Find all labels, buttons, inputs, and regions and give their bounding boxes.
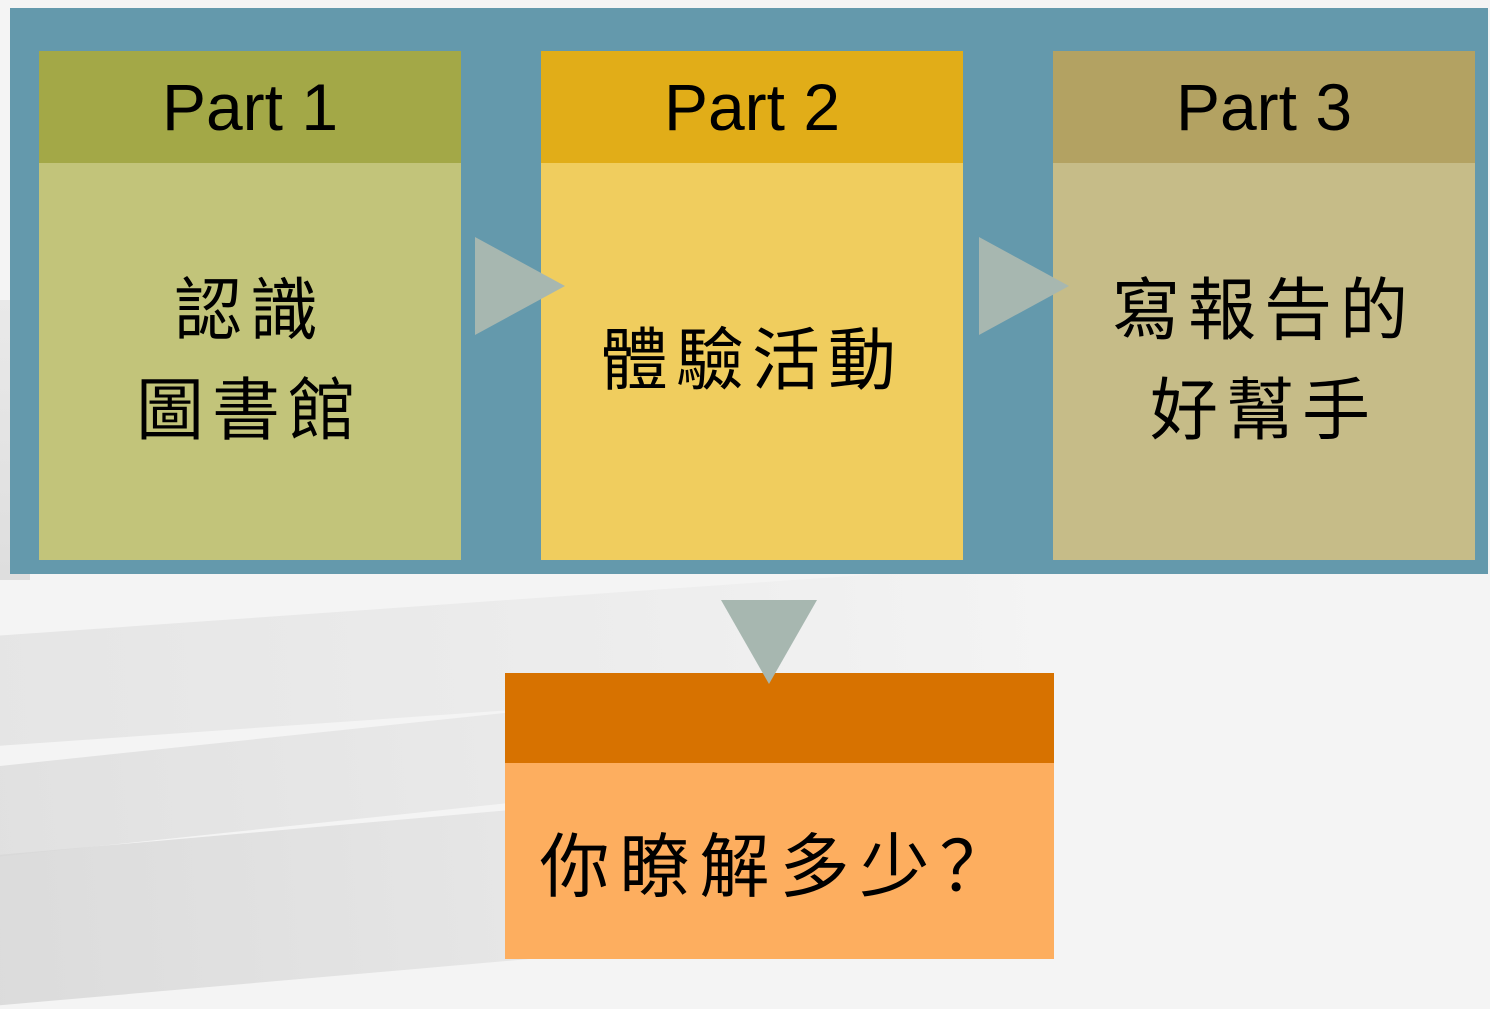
result-text: 你瞭解多少？ [505, 763, 1054, 959]
arrow-right-icon [979, 237, 1069, 335]
result-header [505, 673, 1054, 763]
step-body: 體驗活動 [541, 163, 963, 560]
step-card-part-1: Part 1 認識 圖書館 [39, 51, 461, 560]
step-body-line: 體驗活動 [599, 321, 904, 401]
arrow-down-icon [721, 600, 817, 684]
step-card-part-3: Part 3 寫報告的 好幫手 [1053, 51, 1475, 560]
process-panel: Part 1 認識 圖書館 Part 2 體驗活動 Part 3 寫報告的 好幫… [10, 8, 1488, 574]
step-body-line: 好幫手 [1149, 371, 1378, 451]
step-body: 寫報告的 好幫手 [1053, 163, 1475, 560]
step-title: Part 1 [39, 51, 461, 163]
result-card: 你瞭解多少？ [505, 673, 1054, 959]
step-body: 認識 圖書館 [39, 163, 461, 560]
arrow-right-icon [475, 237, 565, 335]
step-card-part-2: Part 2 體驗活動 [541, 51, 963, 560]
step-body-line: 圖書館 [135, 371, 364, 451]
step-title: Part 2 [541, 51, 963, 163]
step-title: Part 3 [1053, 51, 1475, 163]
step-body-line: 寫報告的 [1111, 271, 1416, 351]
step-body-line: 認識 [173, 271, 326, 351]
